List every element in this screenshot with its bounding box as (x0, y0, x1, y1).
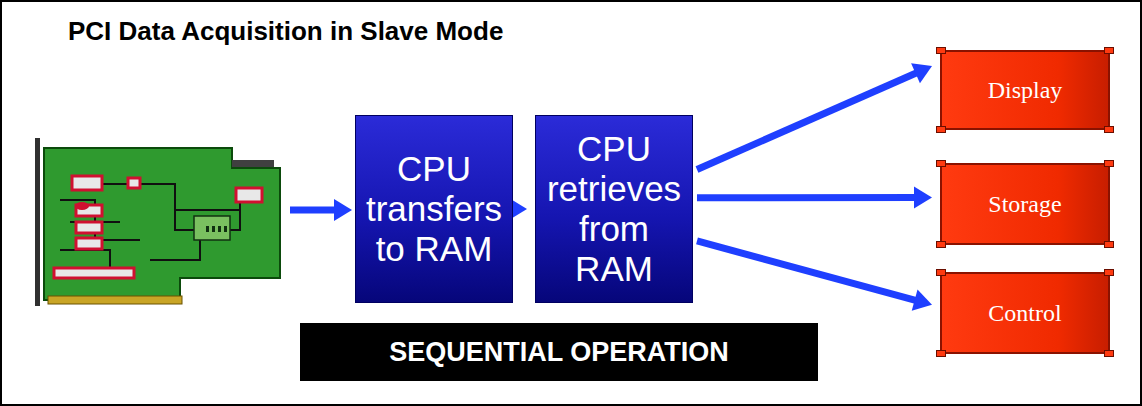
process-box: CPU transfers to RAM (355, 115, 513, 303)
card-bracket (35, 138, 40, 306)
flow-arrow (697, 63, 932, 169)
arrow-head (911, 63, 932, 83)
corner-handle (936, 160, 946, 167)
node-text: CPU retrieves from RAM (542, 129, 686, 290)
process-box: CPU retrieves from RAM (535, 115, 693, 303)
label-band: SEQUENTIAL OPERATION (300, 323, 818, 381)
node-text: Display (988, 77, 1063, 104)
output-box: Display (940, 50, 1110, 130)
corner-handle (936, 126, 946, 133)
flow-arrow (697, 241, 932, 311)
card-part (75, 202, 89, 210)
corner-handle (936, 241, 946, 248)
card-top-bar (232, 160, 274, 167)
card-module (194, 216, 230, 240)
diagram-title: PCI Data Acquisition in Slave Mode (68, 16, 503, 47)
corner-handle (1104, 269, 1114, 276)
arrow-shaft (697, 241, 917, 301)
arrow-head (914, 186, 932, 208)
node-text: Control (988, 300, 1061, 327)
corner-handle (1104, 126, 1114, 133)
arrow-shaft (697, 72, 917, 169)
output-box: Storage (940, 163, 1110, 245)
edge-connector (48, 296, 182, 304)
card-module-pins (206, 226, 227, 232)
node-text: Storage (988, 191, 1061, 218)
corner-handle (1104, 160, 1114, 167)
arrow-head (912, 289, 932, 310)
corner-handle (1104, 241, 1114, 248)
node-text: CPU transfers to RAM (362, 149, 506, 270)
card-board (44, 148, 280, 300)
output-box: Control (940, 272, 1110, 354)
node-text: SEQUENTIAL OPERATION (389, 337, 729, 368)
corner-handle (936, 350, 946, 357)
corner-handle (1104, 47, 1114, 54)
arrow-shaft (697, 194, 916, 201)
corner-handle (936, 47, 946, 54)
card-arrow-shaft (290, 207, 336, 214)
card-traces (60, 184, 240, 270)
card-chips (54, 176, 262, 278)
flow-arrow (697, 186, 932, 208)
corner-handle (936, 269, 946, 276)
card-arrow-head (334, 199, 352, 221)
corner-handle (1104, 350, 1114, 357)
